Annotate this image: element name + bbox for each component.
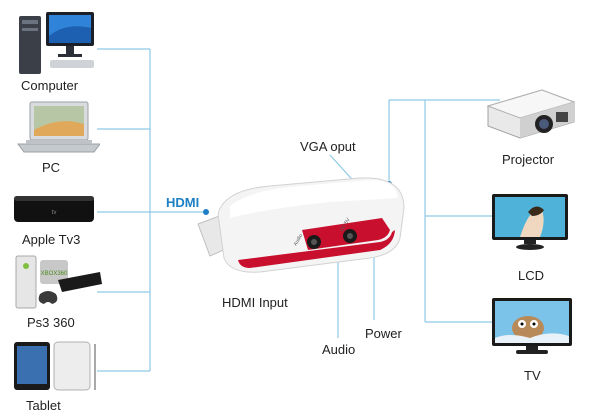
hdmi-label: HDMI — [166, 195, 200, 210]
pc-device — [14, 100, 101, 154]
lcd-label: LCD — [518, 268, 545, 283]
svg-text:XBOX360: XBOX360 — [41, 271, 68, 277]
game-console-icon: XBOX360 — [15, 255, 102, 309]
hdmi-to-vga-adapter-icon — [197, 177, 405, 273]
tv-icon — [492, 298, 572, 354]
apple-tv-label: Apple Tv3 — [22, 232, 81, 247]
apple-tv-device: tv — [12, 192, 96, 226]
laptop-icon — [17, 101, 101, 153]
svg-text:tv: tv — [52, 210, 57, 216]
projector-icon — [486, 89, 576, 139]
game-console-label: Ps3 360 — [27, 315, 75, 330]
adapter-device — [190, 168, 410, 278]
tablet-label: Tablet — [26, 398, 61, 413]
pc-label: PC — [42, 160, 61, 175]
desktop-computer-icon — [19, 12, 94, 74]
game-console-device: XBOX360 — [12, 254, 104, 312]
computer-device — [16, 8, 96, 74]
tablet-icon — [14, 341, 96, 391]
vga-output-label: VGA oput — [300, 139, 356, 154]
projector-device — [484, 82, 578, 142]
hdmi-input-label: HDMI Input — [222, 295, 288, 310]
apple-tv-icon: tv — [14, 196, 94, 222]
tv-label: TV — [524, 368, 541, 383]
tv-device — [490, 296, 574, 358]
lcd-device — [490, 192, 570, 250]
power-label: Power — [365, 326, 402, 341]
computer-label: Computer — [21, 78, 79, 93]
projector-label: Projector — [502, 152, 555, 167]
audio-label: Audio — [322, 342, 356, 357]
hdmi-port-dot — [203, 209, 209, 215]
tablet-device — [12, 340, 98, 394]
lcd-monitor-icon — [492, 194, 568, 250]
